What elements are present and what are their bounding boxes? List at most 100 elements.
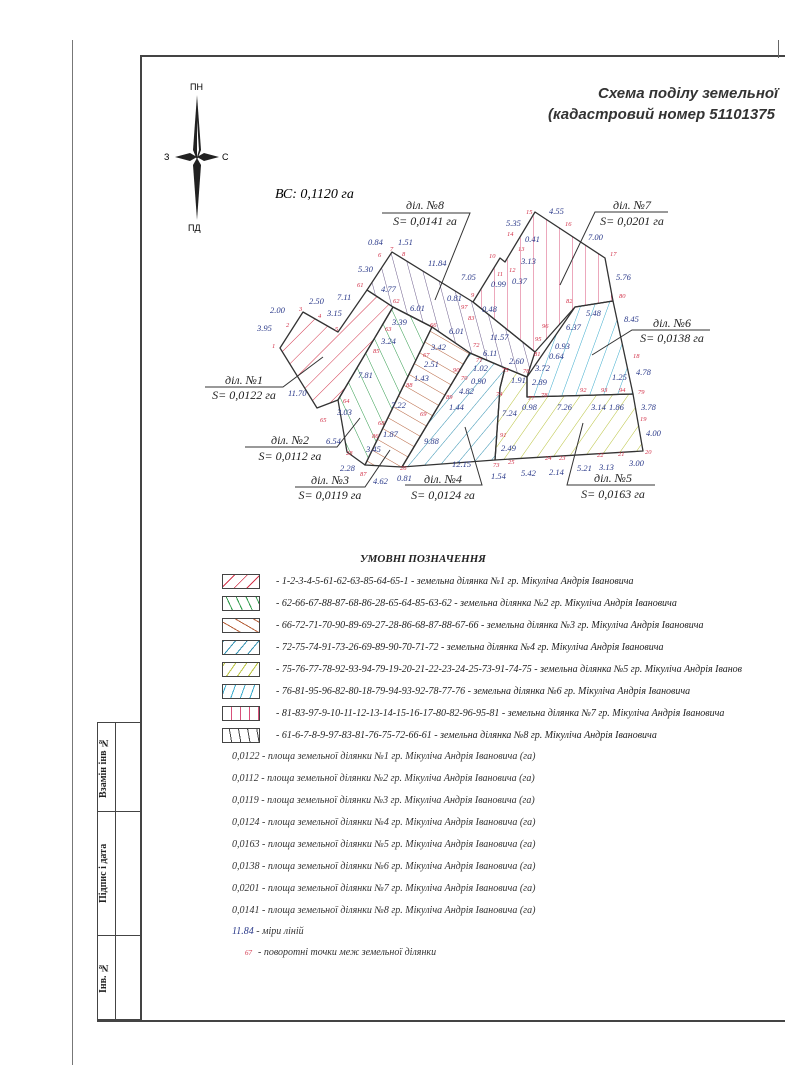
length: 6.11 — [483, 348, 497, 358]
length: 3.00 — [628, 458, 645, 468]
length: 0.37 — [512, 276, 528, 286]
point-label: 91 — [500, 432, 507, 439]
plot-6 — [526, 300, 634, 398]
length: 2.60 — [509, 356, 525, 366]
legend-item-plot-7: - 81-83-97-9-10-11-12-13-14-15-16-17-80-… — [222, 704, 724, 722]
point-label: 21 — [618, 451, 625, 458]
point-label: 93 — [601, 387, 608, 394]
length: 3.14 — [590, 402, 607, 412]
point-label: 74 — [496, 391, 503, 398]
length: 4.55 — [549, 206, 564, 216]
hatch-swatch-4 — [222, 639, 260, 655]
area-row-3: 0,0119 - площа земельної ділянки №3 гр. … — [232, 795, 535, 806]
length: 2.00 — [270, 305, 286, 315]
frame-top — [140, 55, 785, 57]
point-label: 71 — [476, 357, 483, 364]
length: 3.45 — [365, 444, 381, 454]
point-label: 15 — [526, 209, 533, 216]
length: 4.62 — [373, 476, 389, 486]
length: 7.05 — [461, 272, 476, 282]
length: 1.02 — [473, 363, 489, 373]
point-label: 9 — [471, 292, 475, 299]
compass-rose-icon: ПН ПД З С — [164, 82, 229, 233]
area-row-7: 0,0201 - площа земельної ділянки №7 гр. … — [232, 883, 536, 894]
point-label: 20 — [645, 449, 652, 456]
legend-item-plot-4: - 72-75-74-91-73-26-69-89-90-70-71-72 - … — [222, 638, 664, 656]
plot-4-label: діл. №4 — [424, 472, 462, 486]
area-row-8: 0,0141 - площа земельної ділянки №8 гр. … — [232, 905, 536, 916]
length: 5.42 — [521, 468, 537, 478]
point-label: 13 — [518, 246, 525, 253]
total-area: ВС: 0,1120 га — [275, 187, 354, 202]
point-label: 63 — [385, 326, 392, 333]
plot-6-area: S= 0,0138 га — [640, 331, 704, 345]
legend-item-plot-8: - 61-6-7-8-9-97-83-81-76-75-72-66-61 - з… — [222, 726, 657, 744]
point-label: 19 — [640, 416, 647, 423]
point-label: 16 — [565, 221, 572, 228]
point-label: 23 — [559, 455, 566, 462]
length: 1.54 — [491, 471, 507, 481]
length: 3.72 — [534, 363, 551, 373]
hatch-swatch-6 — [222, 683, 260, 699]
point-label: 14 — [507, 231, 514, 238]
compass-north: ПН — [190, 82, 203, 92]
legend-item-text: - 72-75-74-91-73-26-69-89-90-70-71-72 - … — [276, 641, 664, 653]
point-label: 73 — [493, 462, 500, 469]
length: 11.70 — [288, 388, 307, 398]
plot-7-label: діл. №7 — [613, 198, 652, 212]
point-label: 25 — [508, 459, 515, 466]
area-row-1: 0,0122 - площа земельної ділянки №1 гр. … — [232, 751, 536, 762]
length: 1.25 — [612, 372, 627, 382]
length: 0.84 — [368, 237, 384, 247]
length: 3.15 — [326, 308, 342, 318]
length: 6.01 — [410, 303, 425, 313]
point-label: 62 — [393, 298, 400, 305]
area-row-4: 0,0124 - площа земельної ділянки №4 гр. … — [232, 817, 536, 828]
stamp-inv-no: Інв. № — [98, 961, 109, 994]
callout-leaders — [205, 211, 710, 488]
legend-item-plot-1: - 1-2-3-4-5-61-62-63-85-64-65-1 - земель… — [222, 572, 634, 590]
point-label: 17 — [610, 251, 617, 258]
length: 3.39 — [391, 317, 408, 327]
plot-4-area: S= 0,0124 га — [411, 488, 475, 502]
length: 0.98 — [522, 402, 538, 412]
point-label: 88 — [406, 382, 413, 389]
point-label: 65 — [320, 417, 327, 424]
point-label: 92 — [580, 387, 587, 394]
point-label: 64 — [343, 398, 350, 405]
point-label: 83 — [468, 315, 475, 322]
length: 7.81 — [358, 370, 373, 380]
length: 5.21 — [577, 463, 592, 473]
plot-8 — [366, 251, 536, 378]
plot-5-label: діл. №5 — [594, 471, 632, 485]
length: 5.48 — [586, 308, 602, 318]
length: 1.51 — [398, 237, 413, 247]
point-label: 24 — [545, 455, 552, 462]
length: 2.51 — [424, 359, 439, 369]
hatch-swatch-2 — [222, 595, 260, 611]
point-label: 82 — [566, 298, 573, 305]
point-label: 76 — [523, 368, 530, 375]
length: 6.37 — [566, 322, 582, 332]
length: 1.44 — [449, 402, 465, 412]
point-label: 69 — [420, 411, 427, 418]
length: 4.78 — [636, 367, 652, 377]
hatch-swatch-5 — [222, 661, 260, 677]
point-label: 22 — [597, 452, 604, 459]
length: 2.49 — [501, 443, 517, 453]
length: 0.93 — [555, 341, 570, 351]
stamp-divider — [98, 811, 141, 812]
stamp-signature-date: Підпис і дата — [98, 843, 109, 904]
plot-6-label: діл. №6 — [653, 316, 691, 330]
length: 3.24 — [380, 336, 397, 346]
point-label: 70 — [461, 375, 468, 382]
point-label: 26 — [400, 465, 407, 472]
hatch-swatch-3 — [222, 617, 260, 633]
compass-south: ПД — [188, 223, 201, 233]
point-label: 8 — [402, 251, 406, 258]
point-label: 12 — [509, 267, 516, 274]
plot-7-area: S= 0,0201 га — [600, 214, 664, 228]
area-row-5: 0,0163 - площа земельної ділянки №5 гр. … — [232, 839, 536, 850]
length: 0.48 — [482, 304, 498, 314]
point-label: 66 — [430, 322, 437, 329]
